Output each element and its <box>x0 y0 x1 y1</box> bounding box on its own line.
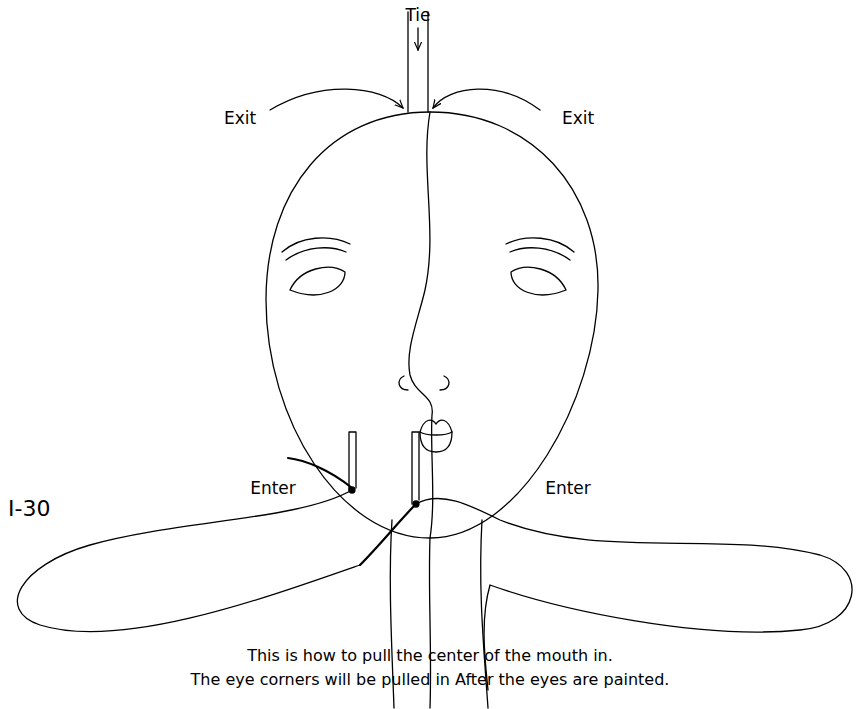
thread <box>360 504 416 565</box>
eyebrow <box>510 248 570 260</box>
tie-thread <box>407 12 408 112</box>
upper-lip <box>420 420 452 435</box>
caption-line: The eye corners will be pulled in After … <box>191 670 670 689</box>
exit-label: Exit <box>562 108 594 128</box>
tie-arrow <box>417 28 418 50</box>
needle <box>349 432 356 490</box>
figure-number: I-30 <box>8 496 50 522</box>
exit-arrow <box>433 89 540 110</box>
tie-thread <box>427 12 428 112</box>
thread-loop <box>17 490 360 632</box>
enter-label: Enter <box>545 478 591 498</box>
caption-line: This is how to pull the center of the mo… <box>247 646 613 665</box>
enter-label: Enter <box>250 478 296 498</box>
exit-arrow <box>270 89 403 110</box>
nostril <box>399 376 408 390</box>
lower-lip <box>420 432 452 452</box>
needle <box>412 432 419 504</box>
thread <box>288 458 352 488</box>
tie-label: Tie <box>405 5 430 25</box>
eye <box>290 267 345 295</box>
eye <box>511 267 566 295</box>
eyebrow <box>286 248 346 260</box>
exit-label: Exit <box>224 108 256 128</box>
center-seam <box>409 112 433 708</box>
nostril <box>440 376 449 390</box>
